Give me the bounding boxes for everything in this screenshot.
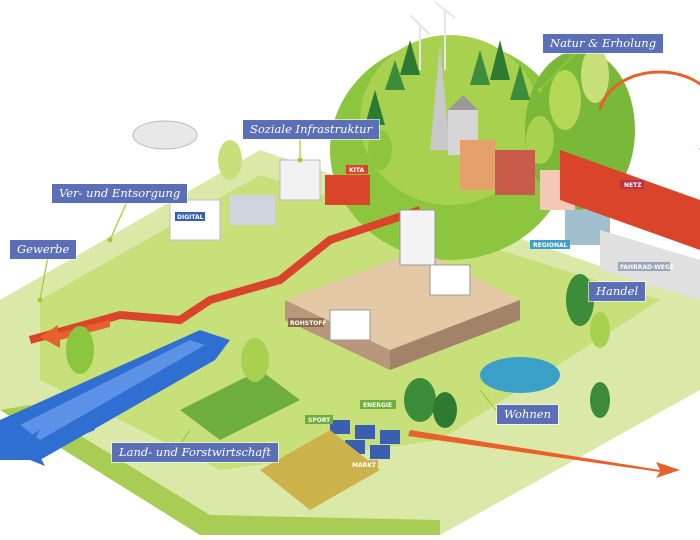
sign-regional: REGIONAL [533,242,568,249]
sign-netz: NETZ [624,182,642,189]
signs: KITA DIGITAL REGIONAL NETZ ROHSTOFF FAHR… [175,165,674,469]
river [0,330,230,460]
label-natur-erholung: Natur & Erholung [543,34,664,53]
label-gewerbe: Gewerbe [10,240,77,259]
fields [180,370,380,510]
label-land-und-forstwirtschaft: Land- und Forstwirtschaft [112,443,279,462]
label-ver-und-entsorgung: Ver- und Entsorgung [52,184,188,203]
sign-markt: MARKT [352,462,377,469]
red-path [28,206,422,344]
sign-fahrrad: FAHRRAD-WEGE [620,264,674,271]
sign-kita: KITA [349,167,365,174]
sign-sport: SPORT [308,417,331,424]
wind-turbines [409,1,456,70]
trees [66,130,610,428]
sign-energie: ENERGIE [363,402,392,409]
sign-digital: DIGITAL [177,214,204,221]
sign-rohstoff: ROHSTOFF [290,320,326,327]
solar-panels [330,420,400,459]
label-soziale-infrastruktur: Soziale Infrastruktur [243,120,380,139]
pond [480,357,560,393]
label-wohnen: Wohnen [497,405,558,424]
label-handel: Handel [589,282,646,301]
blue-arrow [5,420,95,466]
hill-trees [365,40,609,164]
